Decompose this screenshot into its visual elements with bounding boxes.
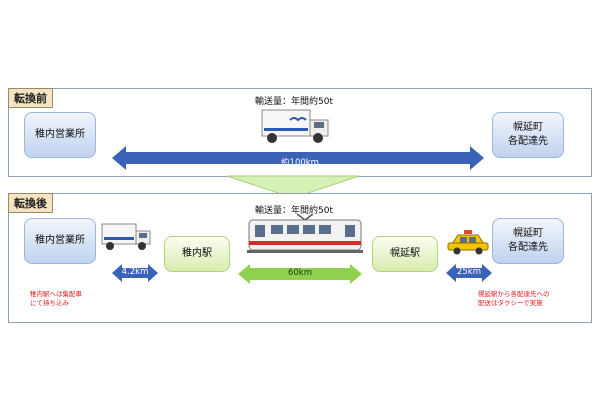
truck-icon [261,109,329,143]
train-icon [247,213,363,253]
after-volume-label: 輸送量：年間約50t [255,206,333,216]
note-right: 幌延駅から各配達先への 配送はタクシーで実施 [478,290,550,307]
node-horonobe-destination-before: 幌延町 各配達先 [492,112,564,158]
leg3-arrow [446,264,492,282]
node-horonobe-destination-after: 幌延町 各配達先 [492,218,564,264]
leg2-arrow [238,264,362,284]
leg2-label: 60km [287,268,313,278]
pickup-truck-icon [101,223,151,250]
taxi-icon [447,230,489,255]
node-wakkanai-office-before: 稚内営業所 [24,112,96,158]
node-horonobe-station: 幌延駅 [372,236,438,272]
transition-arrow [226,175,360,199]
note-left: 稚内駅へは集配車 にて持ち込み [30,290,82,307]
distance-arrow-before [112,146,484,170]
after-tag: 転換後 [8,193,53,213]
distance-label-before: 約100km [281,158,319,168]
node-wakkanai-station: 稚内駅 [164,236,230,272]
leg1-arrow [112,264,158,282]
before-volume-label: 輸送量：年間約50t [255,97,333,107]
leg3-label: 25km [456,267,482,277]
leg1-label: 4.2km [121,267,149,277]
node-wakkanai-office-after: 稚内営業所 [24,218,96,264]
before-tag: 転換前 [8,88,53,108]
